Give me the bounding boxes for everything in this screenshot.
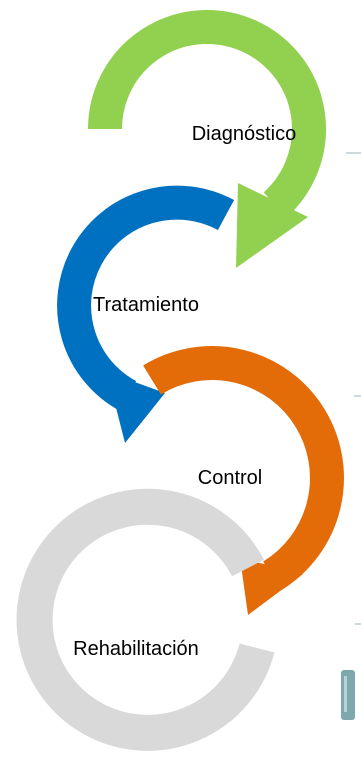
picture-fragment xyxy=(341,670,355,720)
stage-rehabilitacion-ring xyxy=(16,488,275,751)
picture-fragment-shape xyxy=(341,670,355,720)
stage-tratamiento-label: Tratamiento xyxy=(93,294,199,316)
stage-control-arrowhead xyxy=(240,558,303,615)
stage-diagnostico-label: Diagnóstico xyxy=(192,123,297,145)
connector-ticks xyxy=(346,152,361,625)
stage-tratamiento-arrow xyxy=(57,185,235,411)
picture-fragment-highlight xyxy=(344,676,347,712)
stage-diagnostico-arrowhead xyxy=(236,183,308,268)
stage-tratamiento-arrowhead xyxy=(107,372,165,443)
stage-diagnostico: Diagnóstico xyxy=(88,10,326,268)
stage-diagnostico-arrow xyxy=(88,10,326,218)
stage-tratamiento: Tratamiento xyxy=(57,185,235,443)
stage-control: Control xyxy=(143,346,344,615)
stage-control-arrow xyxy=(143,346,344,591)
stage-control-label: Control xyxy=(198,467,262,489)
stage-rehabilitacion: Rehabilitación xyxy=(16,488,275,751)
stage-rehabilitacion-label: Rehabilitación xyxy=(73,638,199,660)
